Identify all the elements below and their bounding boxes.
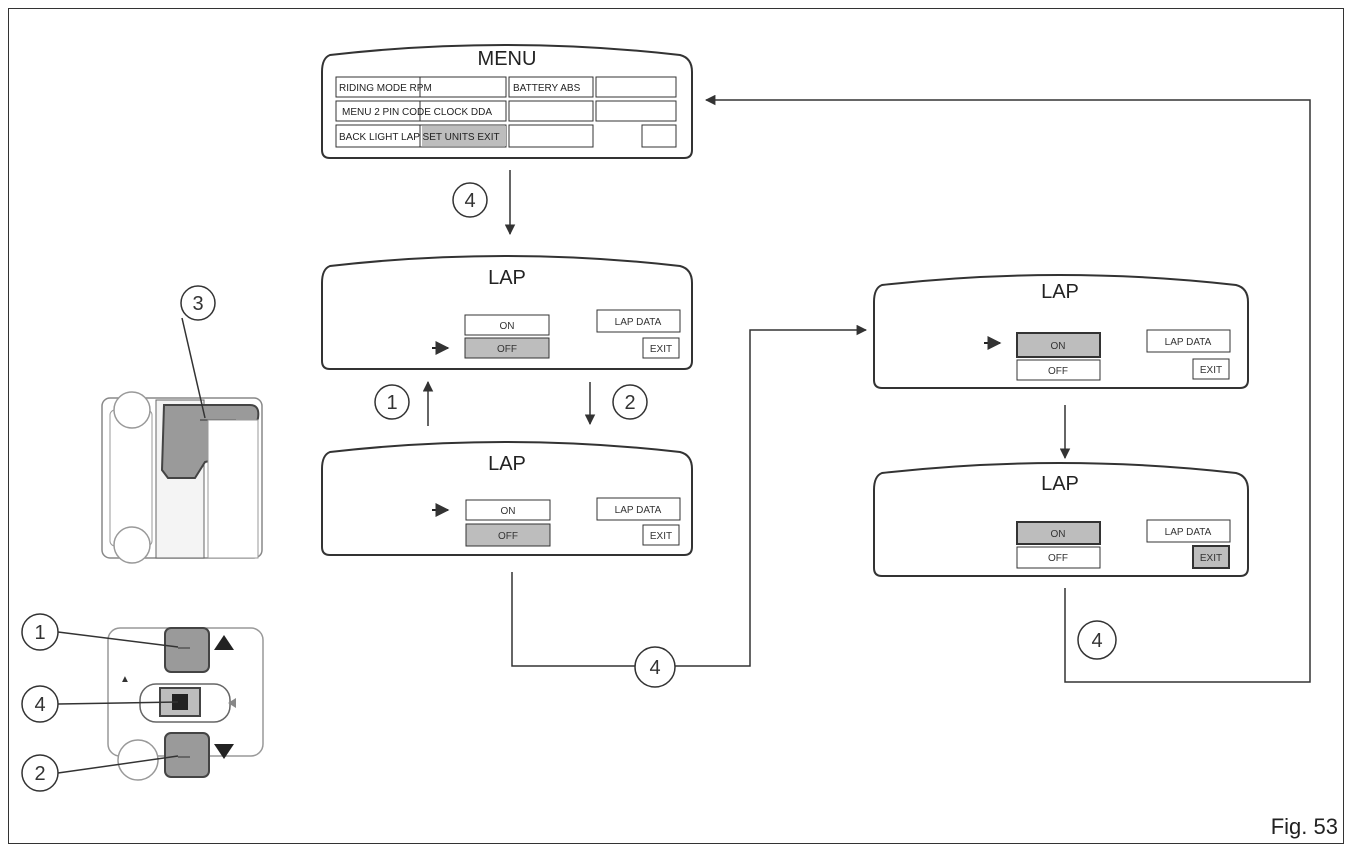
down-button-2-icon: [164, 732, 210, 778]
svg-text:LAP: LAP: [1041, 473, 1079, 495]
handlebar-buttons-illustration: ▲ 1 4 2: [21, 613, 264, 792]
svg-text:4: 4: [1091, 630, 1102, 652]
callout-4-right: 4: [1077, 620, 1117, 660]
svg-text:4: 4: [649, 657, 660, 679]
menu-cell-battery-abs: BATTERY ABS: [513, 83, 581, 94]
menu-title: MENU: [478, 48, 537, 70]
callout-2: 2: [21, 754, 59, 792]
callout-1: 1: [21, 613, 59, 651]
lap-data-option: LAP DATA: [615, 317, 662, 328]
lap-screen-exit-highlighted: LAP ON OFF LAP DATA EXIT: [873, 462, 1249, 577]
svg-text:1: 1: [386, 392, 397, 414]
svg-text:LAP: LAP: [1041, 281, 1079, 303]
menu-display: MENU RIDING MODE RPM BATTERY ABS MENU 2 …: [321, 44, 693, 159]
lap-screen-off-highlighted: LAP ON OFF LAP DATA EXIT: [321, 441, 693, 556]
svg-text:1: 1: [34, 622, 45, 644]
svg-text:4: 4: [34, 694, 45, 716]
menu-cell-menu2-pin-clock: MENU 2 PIN CODE CLOCK DDA: [342, 107, 492, 118]
svg-text:EXIT: EXIT: [1200, 365, 1222, 376]
svg-text:LAP DATA: LAP DATA: [1165, 337, 1212, 348]
svg-text:ON: ON: [501, 506, 516, 517]
svg-text:LAP: LAP: [488, 453, 526, 475]
callout-2-mid: 2: [612, 384, 648, 420]
menu-highlight-lap: [422, 126, 506, 146]
svg-text:OFF: OFF: [1048, 553, 1068, 564]
svg-text:EXIT: EXIT: [1200, 553, 1222, 564]
callout-4-bottom: 4: [634, 646, 676, 688]
callout-1-mid: 1: [374, 384, 410, 420]
svg-text:ON: ON: [1051, 529, 1066, 540]
svg-text:LAP DATA: LAP DATA: [1165, 527, 1212, 538]
svg-text:LAP DATA: LAP DATA: [615, 505, 662, 516]
up-triangle-icon: [214, 635, 234, 650]
handlebar-trigger-illustration: 3: [101, 285, 263, 564]
svg-text:OFF: OFF: [1048, 366, 1068, 377]
svg-text:OFF: OFF: [498, 531, 518, 542]
svg-text:2: 2: [624, 392, 635, 414]
exit-option: EXIT: [650, 344, 672, 355]
svg-text:EXIT: EXIT: [650, 531, 672, 542]
lap-screen-on-selected: LAP ON OFF LAP DATA EXIT: [873, 274, 1249, 389]
off-option: OFF: [497, 344, 517, 355]
callout-3: 3: [180, 285, 216, 321]
menu-cell-riding-mode-rpm: RIDING MODE RPM: [339, 83, 432, 94]
svg-text:ON: ON: [1051, 341, 1066, 352]
right-arrow-icon: [228, 698, 236, 708]
svg-text:3: 3: [192, 293, 203, 315]
figure-frame: [8, 8, 1344, 844]
svg-text:4: 4: [464, 190, 475, 212]
lap-title: LAP: [488, 267, 526, 289]
on-option: ON: [500, 321, 515, 332]
figure-label: Fig. 53: [1270, 814, 1338, 839]
svg-text:▲: ▲: [120, 674, 130, 685]
lap-screen-off-selected: LAP ON OFF LAP DATA EXIT: [321, 255, 693, 370]
down-triangle-icon: [214, 744, 234, 759]
svg-text:2: 2: [34, 763, 45, 785]
up-button-1-icon: [164, 627, 210, 673]
menu-cell-backlight-lap-exit: BACK LIGHT LAP SET UNITS EXIT: [339, 132, 500, 143]
callout-4: 4: [21, 685, 59, 723]
callout-4-top: 4: [452, 182, 488, 218]
